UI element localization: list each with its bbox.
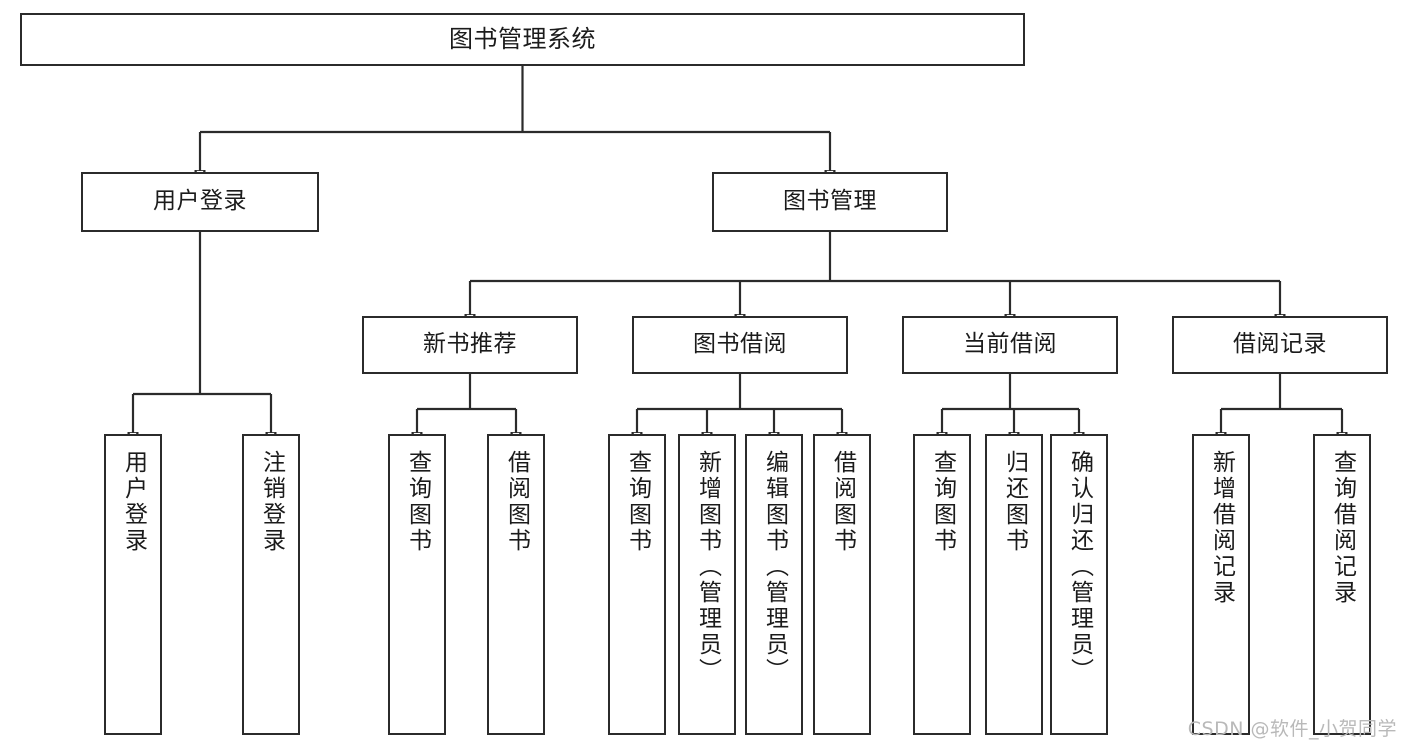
node-leaf-logout[interactable]: 注销登录 (242, 434, 300, 735)
node-leaf-query-book-1[interactable]: 查询图书 (388, 434, 446, 735)
node-root-label: 图书管理系统 (449, 25, 596, 54)
node-leaf-confirm-return-label: 确认归还（管理员） (1066, 450, 1093, 684)
node-leaf-logout-label: 注销登录 (258, 450, 285, 554)
node-leaf-query-book-2[interactable]: 查询图书 (608, 434, 666, 735)
node-root[interactable]: 图书管理系统 (20, 13, 1025, 66)
node-book-borrow[interactable]: 图书借阅 (632, 316, 848, 374)
node-leaf-add-record-label: 新增借阅记录 (1208, 450, 1235, 606)
node-leaf-user-login-label: 用户登录 (120, 450, 147, 554)
node-leaf-return-book[interactable]: 归还图书 (985, 434, 1043, 735)
node-leaf-add-book-label: 新增图书（管理员） (694, 450, 721, 684)
node-leaf-query-record[interactable]: 查询借阅记录 (1313, 434, 1371, 735)
node-leaf-add-record[interactable]: 新增借阅记录 (1192, 434, 1250, 735)
node-leaf-borrow-book-2-label: 借阅图书 (829, 450, 856, 554)
node-user-login-label: 用户登录 (153, 188, 247, 215)
node-leaf-query-book-3-label: 查询图书 (929, 450, 956, 554)
node-leaf-borrow-book-2[interactable]: 借阅图书 (813, 434, 871, 735)
node-leaf-edit-book-label: 编辑图书（管理员） (761, 450, 788, 684)
node-book-manage[interactable]: 图书管理 (712, 172, 948, 232)
node-leaf-borrow-book-1-label: 借阅图书 (503, 450, 530, 554)
node-book-borrow-label: 图书借阅 (693, 331, 787, 358)
node-leaf-query-book-2-label: 查询图书 (624, 450, 651, 554)
node-new-book-rec-label: 新书推荐 (423, 331, 517, 358)
node-current-borrow[interactable]: 当前借阅 (902, 316, 1118, 374)
node-leaf-query-book-1-label: 查询图书 (404, 450, 431, 554)
node-leaf-edit-book[interactable]: 编辑图书（管理员） (745, 434, 803, 735)
node-current-borrow-label: 当前借阅 (963, 331, 1057, 358)
node-leaf-borrow-book-1[interactable]: 借阅图书 (487, 434, 545, 735)
node-borrow-record[interactable]: 借阅记录 (1172, 316, 1388, 374)
node-leaf-query-book-3[interactable]: 查询图书 (913, 434, 971, 735)
node-book-manage-label: 图书管理 (783, 188, 877, 215)
node-borrow-record-label: 借阅记录 (1233, 331, 1327, 358)
node-new-book-rec[interactable]: 新书推荐 (362, 316, 578, 374)
node-leaf-user-login[interactable]: 用户登录 (104, 434, 162, 735)
node-user-login[interactable]: 用户登录 (81, 172, 319, 232)
watermark: CSDN @软件_小贺同学 (1187, 718, 1397, 740)
node-leaf-query-record-label: 查询借阅记录 (1329, 450, 1356, 606)
node-leaf-return-book-label: 归还图书 (1001, 450, 1028, 554)
node-leaf-add-book[interactable]: 新增图书（管理员） (678, 434, 736, 735)
node-leaf-confirm-return[interactable]: 确认归还（管理员） (1050, 434, 1108, 735)
